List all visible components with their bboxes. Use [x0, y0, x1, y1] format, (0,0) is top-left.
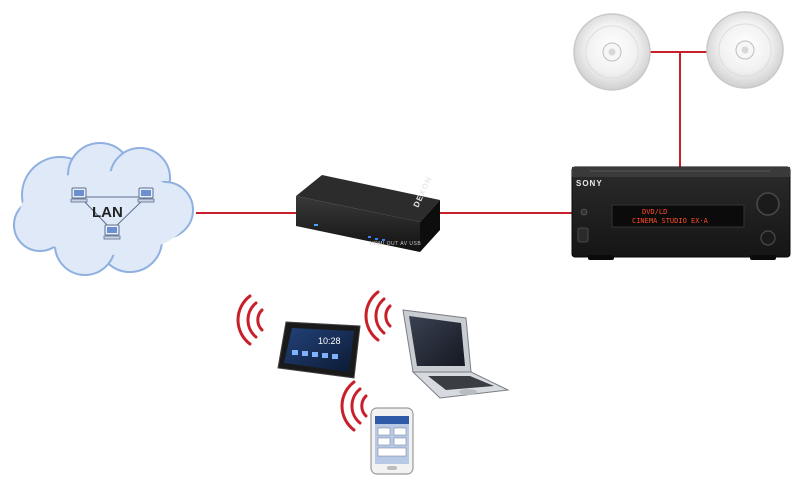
ceiling-speaker-left	[573, 13, 651, 91]
connection-lines	[196, 51, 707, 214]
computer-icon	[103, 224, 121, 240]
wifi-waves-icon	[364, 290, 392, 342]
computer-icon	[70, 187, 88, 203]
laptop	[402, 309, 510, 399]
tablet-icon: 10:28	[277, 321, 361, 379]
svg-text:CINEMA STUDIO EX·A: CINEMA STUDIO EX·A	[632, 217, 709, 225]
wifi-waves-tablet	[236, 294, 264, 346]
lan-label: LAN	[92, 204, 123, 221]
receiver-brand: SONY	[576, 179, 603, 188]
svg-text:DVD/LD: DVD/LD	[642, 208, 667, 216]
speaker-icon	[573, 13, 651, 91]
av-receiver: DVD/LD CINEMA STUDIO EX·A SONY	[571, 166, 791, 260]
speaker-icon	[706, 11, 784, 89]
av-receiver-icon: DVD/LD CINEMA STUDIO EX·A SONY	[571, 166, 791, 260]
wifi-waves-icon	[236, 294, 264, 346]
svg-text:HDMI OUT AV USB: HDMI OUT AV USB	[370, 241, 421, 247]
wifi-waves-icon	[340, 380, 368, 432]
media-player: HDMI OUT AV USB DEXON	[296, 175, 440, 252]
media-player-icon: HDMI OUT AV USB DEXON	[296, 175, 440, 252]
smartphone-icon	[370, 407, 414, 475]
computer-icon	[137, 187, 155, 203]
tablet: 10:28	[277, 321, 361, 379]
wifi-waves-phone	[340, 380, 368, 432]
smartphone	[370, 407, 414, 475]
ceiling-speaker-right	[706, 11, 784, 89]
lan-cloud: LAN	[13, 142, 194, 276]
laptop-icon	[402, 309, 510, 399]
wifi-waves-laptop	[364, 290, 392, 342]
tablet-time: 10:28	[318, 336, 341, 346]
